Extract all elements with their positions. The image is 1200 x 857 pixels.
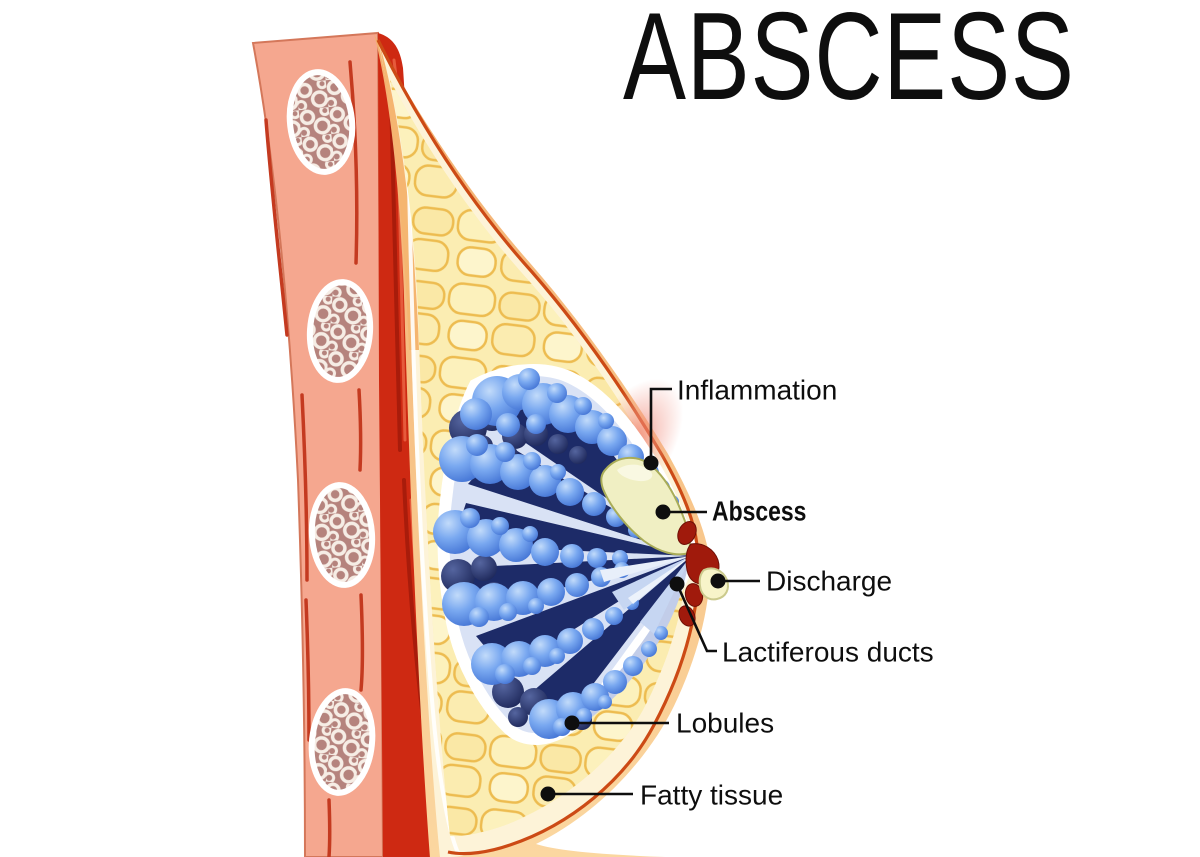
label-lactiferous-ducts: Lactiferous ducts	[722, 637, 934, 668]
leader-dot-lactiferous-ducts	[669, 576, 685, 592]
rib-cross-section	[306, 279, 374, 383]
lobule-strands	[433, 368, 679, 739]
leader-dot-inflammation	[643, 455, 659, 471]
annotation-lactiferous-ducts: Lactiferous ducts	[669, 576, 934, 668]
rib-cross-section	[308, 482, 376, 588]
leader-dot-abscess	[655, 504, 671, 520]
retromammary-line	[406, 129, 460, 854]
pectoral-muscle-band	[251, 31, 385, 857]
label-fatty-tissue: Fatty tissue	[640, 780, 783, 811]
lobule-strand	[529, 626, 668, 739]
rib-cross-section	[286, 69, 356, 175]
annotation-inflammation: Inflammation	[643, 375, 837, 471]
lobule-strand	[439, 434, 644, 538]
label-abscess: Abscess	[712, 497, 806, 528]
annotation-abscess: Abscess	[655, 497, 806, 528]
skin-outline	[376, 39, 699, 856]
label-discharge: Discharge	[766, 566, 892, 597]
muscle-striations	[264, 60, 365, 857]
leader-dot-fatty-tissue	[540, 786, 556, 802]
annotation-fatty-tissue: Fatty tissue	[540, 780, 783, 811]
label-inflammation: Inflammation	[677, 375, 837, 406]
lobule-strand	[433, 508, 628, 568]
annotations: Inflammation Abscess Discharge Lactifero…	[540, 375, 934, 811]
diagram-title: ABSCESS	[623, 0, 1075, 126]
annotation-discharge: Discharge	[710, 566, 892, 597]
leader-dot-lobules	[564, 715, 580, 731]
mammary-gland	[433, 364, 699, 745]
apex-skin-shade	[379, 42, 419, 350]
leader-line-lactiferous-ducts	[675, 583, 717, 653]
chest-wall-muscle	[251, 31, 385, 857]
annotation-lobules: Lobules	[564, 708, 774, 739]
label-lobules: Lobules	[676, 708, 774, 739]
rib-cross-section	[308, 688, 376, 796]
leader-dot-discharge	[710, 573, 726, 589]
abscess-highlight	[617, 464, 653, 482]
leader-line-inflammation	[649, 387, 672, 462]
